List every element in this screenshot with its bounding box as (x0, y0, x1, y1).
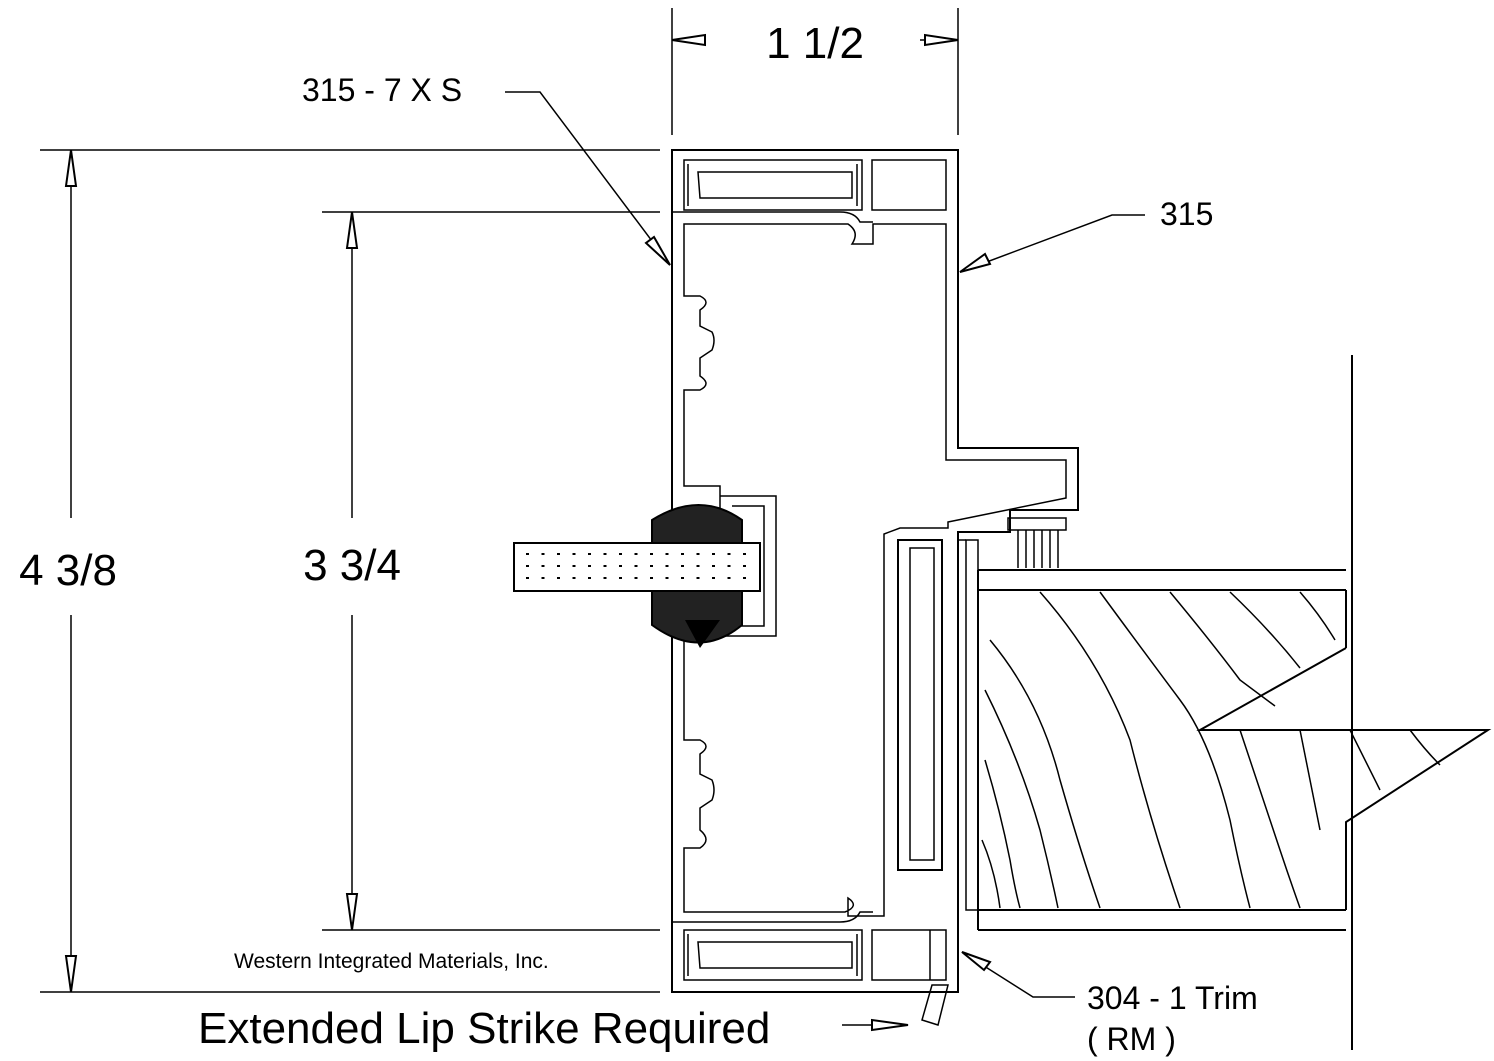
strike-texture-dot (603, 553, 607, 555)
dimension-overall-height: 4 3/8 (19, 149, 660, 993)
width-dimension-label: 1 1/2 (766, 19, 864, 68)
wood-door (977, 355, 1492, 1050)
jamb-extrusion-315 (671, 149, 1079, 993)
strike-note-label: Extended Lip Strike Required (198, 1004, 770, 1053)
strike-texture-dot (681, 553, 684, 555)
callout-304-trim: 304 - 1 Trim ( RM ) (961, 951, 1258, 1057)
strike-texture-dot (712, 565, 715, 567)
strike-texture-dot (650, 553, 653, 555)
weatherstrip-brush (1007, 517, 1067, 568)
strike-texture-dot (696, 553, 700, 555)
manufacturer-note: Western Integrated Materials, Inc. (234, 950, 549, 973)
strike-texture-dot (541, 577, 545, 579)
strike-texture-dot (727, 577, 731, 579)
strike-texture-dot (572, 577, 576, 579)
strike-texture-dot (603, 565, 607, 567)
strike-texture-dot (727, 565, 731, 567)
callout-315-label: 315 (1160, 196, 1213, 232)
strike-texture-dot (572, 565, 576, 567)
callout-315: 315 (959, 196, 1213, 273)
strike-texture-dot (743, 565, 746, 567)
inner-height-label: 3 3/4 (303, 541, 401, 590)
strike-texture-dot (650, 565, 653, 567)
strike-texture-dot (727, 553, 731, 555)
strike-texture-dot (743, 577, 746, 579)
strike-texture-dot (665, 553, 669, 555)
overall-height-label: 4 3/8 (19, 546, 117, 595)
dimension-width: 1 1/2 (671, 8, 959, 135)
strike-texture-dot (619, 577, 622, 579)
strike-note: Extended Lip Strike Required (198, 1004, 909, 1053)
strike-texture-dot (665, 577, 669, 579)
callout-trim-line1: 304 - 1 Trim (1087, 980, 1258, 1016)
strike-texture-dot (681, 565, 684, 567)
strike-texture-dot (634, 565, 638, 567)
strike-texture-dot (619, 565, 622, 567)
strike-texture-dot (588, 577, 591, 579)
callout-trim-line2: ( RM ) (1087, 1021, 1176, 1057)
dimension-inner-height: 3 3/4 (303, 211, 660, 931)
strike-texture-dot (634, 577, 638, 579)
strike-texture-dot (712, 553, 715, 555)
strike-bar-texture (526, 553, 746, 579)
strike-texture-dot (557, 565, 560, 567)
callout-7xs-label: 315 - 7 X S (302, 72, 462, 108)
strike-texture-dot (541, 565, 545, 567)
callout-315-7xs: 315 - 7 X S (302, 72, 671, 266)
strike-texture-dot (603, 577, 607, 579)
strike-texture-dot (634, 553, 638, 555)
strike-texture-dot (696, 565, 700, 567)
strike-texture-dot (681, 577, 684, 579)
strike-texture-dot (712, 577, 715, 579)
strike-texture-dot (572, 553, 576, 555)
strike-texture-dot (526, 577, 529, 579)
strike-texture-dot (588, 553, 591, 555)
strike-texture-dot (619, 553, 622, 555)
strike-texture-dot (743, 553, 746, 555)
strike-texture-dot (588, 565, 591, 567)
strike-texture-dot (696, 577, 700, 579)
door-stop-trim (897, 539, 979, 1026)
strike-bolt (513, 504, 761, 648)
strike-texture-dot (665, 565, 669, 567)
strike-texture-dot (557, 577, 560, 579)
strike-texture-dot (526, 553, 529, 555)
strike-texture-dot (541, 553, 545, 555)
strike-texture-dot (526, 565, 529, 567)
strike-texture-dot (557, 553, 560, 555)
strike-texture-dot (650, 577, 653, 579)
